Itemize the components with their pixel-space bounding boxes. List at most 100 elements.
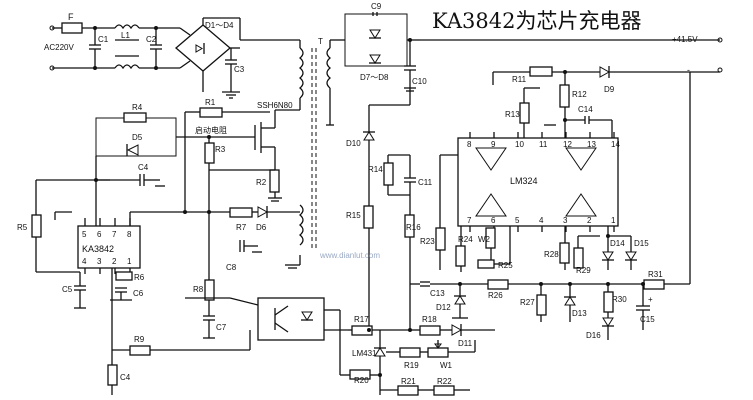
c8-label: C8 (226, 263, 237, 272)
output-rectifier: C9 D7～D8 C10 +41.5V - (330, 2, 723, 92)
d14-label: D14 (610, 239, 625, 248)
c3-label: C3 (234, 65, 245, 74)
c11-label: C11 (418, 178, 433, 187)
lm324-pin-14: 14 (611, 140, 620, 149)
lm324-pin-6: 6 (491, 216, 496, 225)
r29-label: R29 (576, 266, 591, 275)
r12-label: R12 (572, 90, 587, 99)
l1-label: L1 (121, 31, 130, 40)
junction-dots (93, 26, 645, 377)
r18-label: R18 (422, 315, 437, 324)
r28-label: R28 (544, 250, 559, 259)
t-label: T (318, 37, 323, 46)
r26-label: R26 (488, 291, 503, 300)
transformer: T (298, 37, 334, 250)
d11-label: D11 (458, 339, 473, 348)
lm324-pin-5: 5 (515, 216, 520, 225)
startup-resistor-label: 启动电阻 (195, 125, 227, 135)
c10-label: C10 (412, 77, 427, 86)
r25-label: R25 (498, 261, 513, 270)
inductor-l1-top (114, 24, 140, 30)
r5-label: R5 (17, 223, 28, 232)
r3-label: R3 (215, 145, 226, 154)
optocoupler-body (257, 297, 325, 341)
r14-label: R14 (368, 165, 383, 174)
bridge-label: D1～D4 (205, 21, 234, 30)
r23-label: R23 (420, 237, 435, 246)
lm324-pin-3: 3 (563, 216, 568, 225)
lm324-pin-11: 11 (539, 140, 548, 149)
c7-label: C7 (216, 323, 227, 332)
lm324-chip (457, 137, 619, 227)
r19-label: R19 (404, 361, 419, 370)
r21-label: R21 (401, 377, 416, 386)
d16-label: D16 (586, 331, 601, 340)
d5-label: D5 (132, 133, 143, 142)
vout-label: +41.5V (672, 35, 698, 44)
c4a-label: C4 (138, 163, 149, 172)
ka3842-pin-1: 1 (127, 257, 132, 266)
svg-text:+: + (648, 295, 653, 304)
r27-label: R27 (520, 298, 535, 307)
r11-label: R11 (512, 75, 527, 84)
fuse (61, 22, 83, 34)
r1-label: R1 (205, 98, 216, 107)
w2-label: W2 (478, 235, 491, 244)
reference-network: R11 D9 R12 R13 C14 (492, 66, 720, 138)
d15-label: D15 (634, 239, 649, 248)
c1-label: C1 (98, 35, 109, 44)
lm324-pin-13: 13 (587, 140, 596, 149)
ka3842-label: KA3842 (82, 244, 114, 254)
primary-side: R4 D5 R1 启动电阻 SSH6N80 R3 R2 (17, 98, 300, 280)
c2-label: C2 (146, 35, 157, 44)
d9-label: D9 (604, 85, 615, 94)
lm324-pin-1: 1 (611, 216, 616, 225)
r17-label: R17 (354, 315, 369, 324)
lm324-label: LM324 (510, 176, 538, 186)
d6-label: D6 (256, 223, 267, 232)
c15-label: C15 (640, 315, 655, 324)
r31-label: R31 (648, 270, 663, 279)
r6-label: R6 (134, 273, 145, 282)
feedback-section: D10 R14 C11 R15 R16 R17 R18 (339, 88, 495, 396)
ka3842-pin-5: 5 (82, 230, 87, 239)
d10-label: D10 (346, 139, 361, 148)
lm324-pin-8: 8 (467, 140, 472, 149)
c4b-label: C4 (120, 373, 131, 382)
indicator-section: R23 R24 W2 R25 C13 R26 D12 R27 (410, 72, 691, 340)
ka3842-pin-6: 6 (97, 230, 102, 239)
mosfet-label: SSH6N80 (257, 101, 293, 110)
bridge-rectifier: D1～D4 C3 (174, 17, 300, 99)
r24-label: R24 (458, 235, 473, 244)
lm324-pin-7: 7 (467, 216, 472, 225)
inductor-l1-bottom (114, 64, 140, 70)
d12-label: D12 (436, 303, 451, 312)
d7d8-label: D7～D8 (360, 73, 389, 82)
ac-label: AC220V (44, 43, 74, 52)
fuse-label: F (68, 12, 74, 22)
r2-label: R2 (256, 178, 267, 187)
r7-label: R7 (236, 223, 247, 232)
optocoupler (185, 297, 348, 341)
r16-label: R16 (406, 223, 421, 232)
r22-label: R22 (437, 377, 452, 386)
lm324-pin-2: 2 (587, 216, 592, 225)
d13-label: D13 (572, 309, 587, 318)
ac-input-section: F AC220V C1 L1 C2 (44, 12, 180, 71)
r9-label: R9 (134, 335, 145, 344)
r20-label: R20 (354, 376, 369, 385)
lm324-pin-4: 4 (539, 216, 544, 225)
ka3842-chip (77, 225, 141, 269)
minus-label: - (687, 65, 690, 75)
ka3842-pin-8: 8 (127, 230, 132, 239)
r8-label: R8 (193, 285, 204, 294)
r30-label: R30 (612, 295, 627, 304)
ka3842-pin-7: 7 (112, 230, 117, 239)
diagram-title: KA3842为芯片充电器 (432, 9, 641, 33)
c9-label: C9 (371, 2, 382, 11)
ka3842-pin-3: 3 (97, 257, 102, 266)
c13-label: C13 (430, 289, 445, 298)
